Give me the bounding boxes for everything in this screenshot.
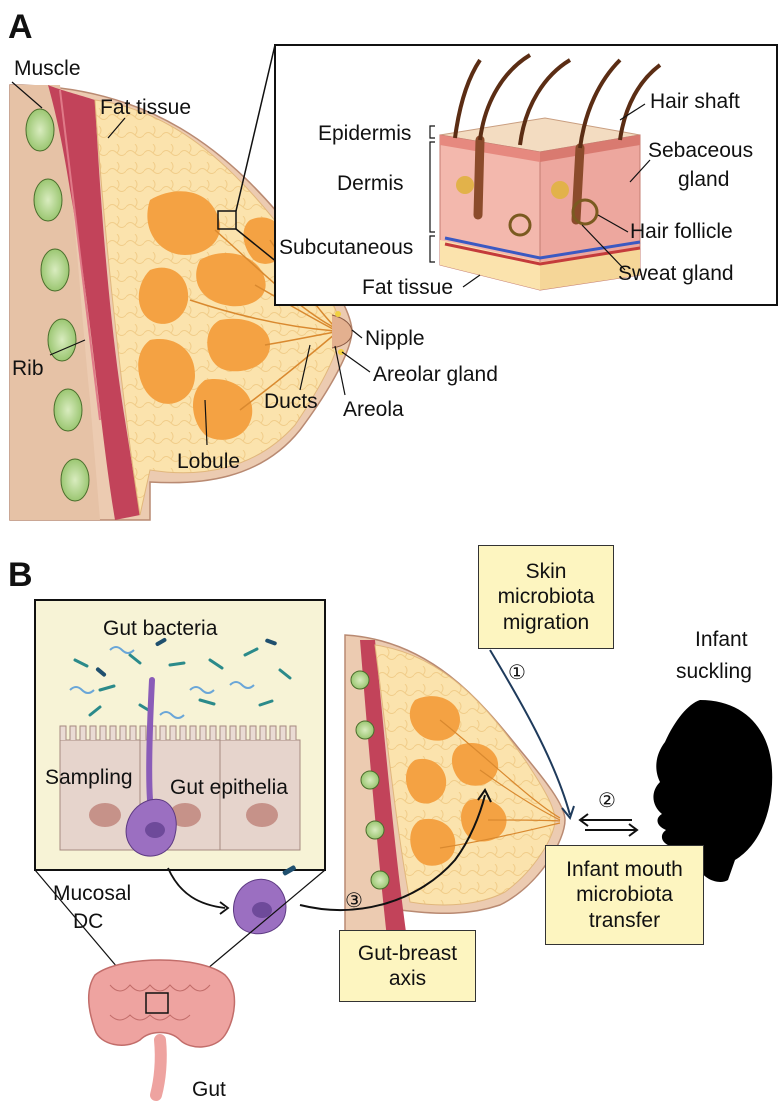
label-gut-bacteria: Gut bacteria xyxy=(103,617,218,640)
arrow-infant-transfer xyxy=(578,813,639,837)
panel-b-breast xyxy=(344,634,566,966)
box-infant-line-3: transfer xyxy=(588,908,661,932)
label-rib: Rib xyxy=(12,357,44,380)
box-gut-line-1: Gut-breast xyxy=(357,941,458,965)
label-areola: Areola xyxy=(343,398,404,421)
panel-b-letter: B xyxy=(8,556,33,594)
label-hair-follicle: Hair follicle xyxy=(630,220,733,243)
label-sebaceous: Sebaceous xyxy=(648,139,754,162)
box-skin-line-3: migration xyxy=(502,610,590,634)
box-gut-breast-axis: Gut-breast axis xyxy=(339,930,476,1002)
label-nipple: Nipple xyxy=(365,327,425,350)
label-infant: Infant xyxy=(695,628,748,651)
box-skin-line-2: microbiota xyxy=(497,585,595,609)
step-2: ② xyxy=(598,790,616,812)
step-1: ① xyxy=(508,662,526,684)
label-suckling: suckling xyxy=(676,660,752,683)
box-infant-mouth-transfer: Infant mouth microbiota transfer xyxy=(545,845,704,945)
box-infant-line-1: Infant mouth xyxy=(566,858,683,882)
label-areolar-gland: Areolar gland xyxy=(373,363,498,386)
label-gut: Gut xyxy=(192,1078,226,1101)
infant-head-silhouette xyxy=(653,700,773,882)
box-skin-line-1: Skin xyxy=(525,560,567,584)
label-lobule: Lobule xyxy=(177,450,241,473)
arrow-gut-breast xyxy=(299,794,486,911)
gut-inset-art xyxy=(59,638,301,935)
box-skin-microbiota-migration: Skin microbiota migration xyxy=(478,545,614,649)
label-gland: gland xyxy=(678,168,730,191)
label-hair-shaft: Hair shaft xyxy=(650,90,740,113)
label-fat-tissue: Fat tissue xyxy=(100,96,192,119)
label-sweat-gland: Sweat gland xyxy=(618,262,734,285)
panel-a-breast xyxy=(9,44,371,521)
label-dc: DC xyxy=(73,910,104,933)
gut-illustration xyxy=(87,959,236,1101)
box-infant-line-2: microbiota xyxy=(576,883,673,907)
label-muscle: Muscle xyxy=(14,57,81,80)
label-ducts: Ducts xyxy=(264,390,318,413)
label-gut-epithelia: Gut epithelia xyxy=(170,776,288,799)
label-subcutaneous: Subcutaneous xyxy=(279,236,414,259)
label-mucosal: Mucosal xyxy=(53,882,132,905)
label-dermis: Dermis xyxy=(337,172,404,195)
panel-a-letter: A xyxy=(8,8,33,46)
box-gut-line-2: axis xyxy=(388,967,427,990)
skin-cross-section xyxy=(429,53,662,291)
arrow-skin-migration xyxy=(489,649,571,816)
label-sampling: Sampling xyxy=(45,766,133,789)
label-epidermis: Epidermis xyxy=(318,122,412,145)
label-inset-fat-tissue: Fat tissue xyxy=(362,276,454,299)
step-3: ③ xyxy=(345,890,363,912)
